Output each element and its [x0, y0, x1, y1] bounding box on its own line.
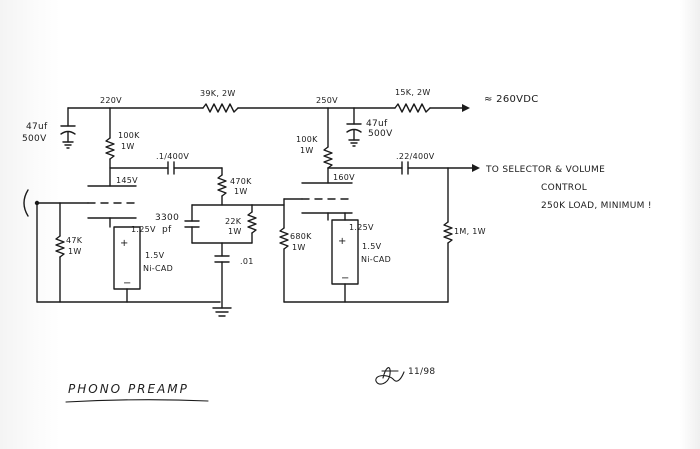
label-node-250v: 250V [316, 96, 338, 105]
input-jack [23, 189, 89, 303]
label-r100k-left-a: 100K [118, 131, 140, 140]
label-cell-right-v: 1.5V [362, 242, 382, 251]
label-r100k-right-b: 1W [300, 146, 314, 155]
label-r100k-right-a: 100K [296, 135, 318, 144]
label-cell-right-t: Ni-CAD [361, 255, 391, 264]
bias-cell-left [113, 226, 141, 303]
label-r470k-b: 1W [234, 187, 248, 196]
coupling-capacitor-1 [109, 161, 223, 175]
title-underline [65, 399, 209, 403]
riaa-network [184, 167, 257, 309]
label-cell-left-t: Ni-CAD [143, 264, 173, 273]
filter-capacitor-left [60, 107, 76, 149]
label-r680k-a: 680K [290, 232, 312, 241]
label-plus-right: + [338, 236, 347, 247]
label-r47k-b: 1W [68, 247, 82, 256]
label-cell-left-v: 1.5V [145, 251, 165, 260]
label-c47-right-a: 47uf [366, 119, 388, 129]
coupling-capacitor-2 [327, 161, 480, 175]
label-r680k-b: 1W [292, 243, 306, 252]
plate-resistor-right [323, 107, 333, 184]
label-c3300-a: 3300 [155, 213, 179, 223]
label-supply: ≈ 260VDC [484, 94, 539, 105]
label-note-3: 250K LOAD, MINIMUM ! [541, 201, 652, 211]
label-r22k-a: 22K [225, 217, 242, 226]
page-title: PHONO PREAMP [68, 382, 189, 396]
label-r47k-a: 47K [66, 236, 83, 245]
label-note-2: CONTROL [541, 183, 587, 193]
output-arrow-icon [472, 164, 480, 172]
label-r-15k: 15K, 2W [395, 88, 431, 97]
grid-resistor-680k [251, 198, 303, 303]
label-bias-right: 1.25V [349, 223, 374, 232]
label-node-160v: 160V [333, 173, 355, 182]
label-r22k-b: 1W [228, 227, 242, 236]
label-bias-left: 1.25V [131, 225, 156, 234]
label-c22-400v: .22/400V [396, 152, 435, 161]
label-c47-right-b: 500V [368, 129, 393, 139]
supply-arrow-icon [462, 104, 470, 112]
ground-symbol [212, 307, 232, 317]
tube-stage-2 [301, 182, 353, 221]
b-plus-rail [67, 103, 470, 113]
bias-cell-right [331, 212, 359, 303]
filter-capacitor-right [346, 107, 362, 147]
plate-resistor-left [105, 107, 115, 187]
label-date: 11/98 [408, 367, 435, 377]
label-note-1: TO SELECTOR & VOLUME [485, 165, 605, 175]
label-node-145v: 145V [116, 176, 138, 185]
label-c47-left-a: 47uf [26, 122, 48, 132]
label-c3300-b: pf [162, 225, 172, 235]
label-c01-400v: .1/400V [156, 152, 189, 161]
label-node-220v: 220V [100, 96, 122, 105]
signature [375, 367, 405, 385]
label-c01: .01 [240, 257, 254, 266]
output-resistor-1m [443, 167, 453, 303]
label-r-39k: 39K, 2W [200, 89, 236, 98]
label-minus-right: − [341, 273, 350, 284]
label-minus-left: − [123, 278, 132, 289]
label-r470k-a: 470K [230, 177, 252, 186]
label-plus-left: + [120, 238, 129, 249]
label-c47-left-b: 500V [22, 134, 47, 144]
grid-resistor-47k [55, 202, 65, 303]
label-r100k-left-b: 1W [121, 142, 135, 151]
label-r1m: 1M, 1W [454, 227, 486, 236]
tube-stage-1 [87, 185, 137, 228]
